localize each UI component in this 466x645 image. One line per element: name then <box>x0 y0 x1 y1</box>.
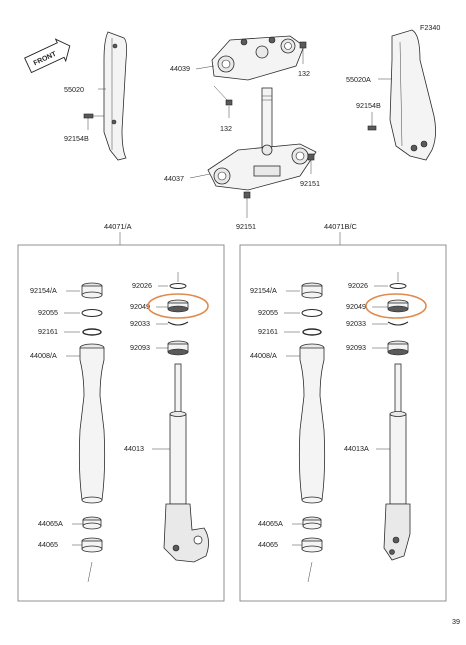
front-arrow-icon: FRONT <box>24 38 71 74</box>
right-outer-tube-parts <box>298 282 326 583</box>
label-132-mid: 132 <box>220 124 232 133</box>
label-44065a-left: 44065A <box>38 519 63 528</box>
label-92154b-left: 92154B <box>64 134 89 143</box>
fork-cover-left <box>103 31 128 161</box>
label-55020a: 55020A <box>346 75 371 84</box>
label-92026-left: 92026 <box>132 281 152 290</box>
highlight-92049-left <box>147 293 209 319</box>
label-44013-left: 44013 <box>124 444 144 453</box>
label-92049-left: 92049 <box>130 302 150 311</box>
bolt-92151-right <box>307 153 315 174</box>
label-92154a-left: 92154/A <box>30 286 57 295</box>
label-92161-left: 92161 <box>38 327 58 336</box>
label-44065-left: 44065 <box>38 540 58 549</box>
label-92093-left: 92093 <box>130 343 150 352</box>
fork-cover-right <box>389 29 436 161</box>
label-132-top: 132 <box>298 69 310 78</box>
label-44008a-left: 44008/A <box>30 351 57 360</box>
label-92161-right: 92161 <box>258 327 278 336</box>
upper-triple-clamp <box>211 35 305 81</box>
highlight-92049-right <box>365 293 427 319</box>
bolt-92151-bottom <box>243 191 251 218</box>
label-92033-left: 92033 <box>130 319 150 328</box>
left-assembly-title: 44071/A <box>104 222 132 231</box>
label-44065a-right: 44065A <box>258 519 283 528</box>
steering-stem <box>207 87 317 191</box>
label-92154a-right: 92154/A <box>250 286 277 295</box>
left-inner-tube-parts <box>163 272 209 563</box>
label-44065-right: 44065 <box>258 540 278 549</box>
label-44008a-right: 44008/A <box>250 351 277 360</box>
label-92151-right: 92151 <box>300 179 320 188</box>
bolt-132-top <box>299 41 307 64</box>
label-44037: 44037 <box>164 174 184 183</box>
page-number: 39 <box>452 617 460 626</box>
label-92049-right: 92049 <box>346 302 366 311</box>
bolt-92154b-left <box>83 113 104 119</box>
label-55020: 55020 <box>64 85 84 94</box>
label-92151-bottom: 92151 <box>236 222 256 231</box>
left-outer-tube-parts <box>78 282 106 583</box>
bolt-92154b-right <box>367 112 377 131</box>
label-92055-left: 92055 <box>38 308 58 317</box>
right-inner-tube-parts <box>383 272 411 561</box>
label-92033-right: 92033 <box>346 319 366 328</box>
right-assembly-frame <box>239 244 447 602</box>
label-92055-right: 92055 <box>258 308 278 317</box>
right-assembly-title: 44071B/C <box>324 222 358 231</box>
left-assembly-frame <box>17 244 225 602</box>
label-92093-right: 92093 <box>346 343 366 352</box>
label-92154b-right: 92154B <box>356 101 381 110</box>
label-92026-right: 92026 <box>348 281 368 290</box>
label-44039: 44039 <box>170 64 190 73</box>
figure-code: F2340 <box>420 23 440 32</box>
bolt-132-mid <box>213 85 233 106</box>
label-44013a-right: 44013A <box>344 444 369 453</box>
